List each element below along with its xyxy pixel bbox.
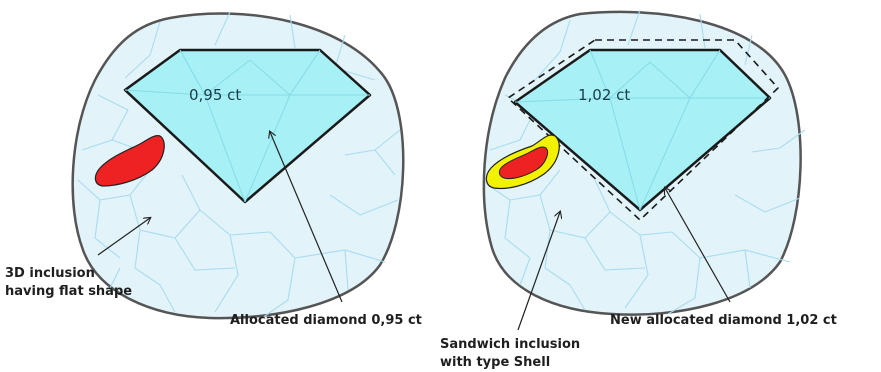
right-allocated-diamond (513, 48, 772, 212)
left-flat-inclusion (94, 135, 165, 187)
left-diamond-facets (124, 49, 370, 203)
right-new-diamond-dashed-outline (507, 39, 779, 221)
right-diamond-leader-line (665, 188, 731, 303)
left-stone-group: 0,95 ct (71, 11, 405, 320)
right-facet-network (487, 9, 806, 315)
right-stone-group: 1,02 ct (482, 9, 806, 331)
right-inclusion-label-line-1: Sandwich inclusion (440, 337, 580, 352)
right-shell-inclusion-core (498, 146, 549, 180)
left-inclusion-leader-line (97, 218, 150, 256)
left-allocated-diamond (123, 48, 372, 204)
left-inclusion-label-line-2: having flat shape (5, 284, 132, 299)
left-diamond-leader-line (270, 132, 343, 303)
right-carat-text: 1,02 ct (578, 86, 630, 104)
right-inclusion-leader-line (517, 212, 560, 331)
left-diamond-label: Allocated diamond 0,95 ct (230, 313, 422, 328)
right-diamond-label: New allocated diamond 1,02 ct (610, 313, 837, 328)
right-inclusion-label: Sandwich inclusion with type Shell (440, 337, 585, 370)
left-facet-network (77, 11, 401, 319)
right-inclusion-label-line-2: with type Shell (440, 355, 550, 370)
left-inclusion-label: 3D inclusion having flat shape (5, 266, 132, 299)
right-diamond-facets (514, 49, 770, 211)
left-carat-text: 0,95 ct (189, 86, 241, 104)
left-inclusion-label-line-1: 3D inclusion (5, 266, 95, 281)
